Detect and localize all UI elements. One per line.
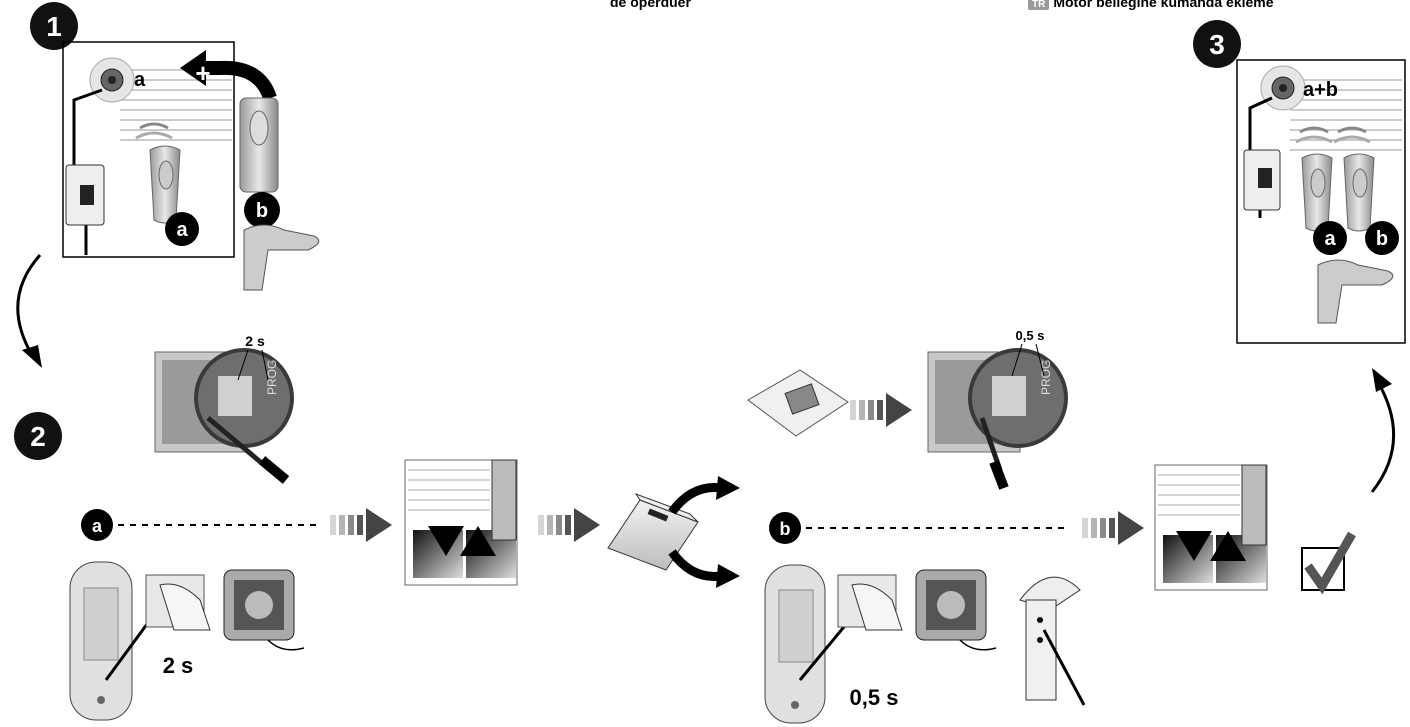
open-module-b-icon xyxy=(916,570,996,650)
motor-label: a xyxy=(134,69,146,91)
handheld-remote-b xyxy=(765,565,848,723)
row-a-badge: a xyxy=(81,509,113,541)
step-3-badge: 3 xyxy=(1193,20,1241,68)
gradient-arrow-b xyxy=(1082,511,1144,545)
remote-a3-icon xyxy=(1302,154,1332,231)
row-b-badge: b xyxy=(769,512,801,544)
product-box-icon xyxy=(608,494,698,570)
step-2-number: 2 xyxy=(30,421,46,452)
prog-time-left: 2 s xyxy=(245,333,265,349)
receiver-prog-right: PROG 0,5 s xyxy=(928,328,1068,488)
window-shutter-1-icon xyxy=(405,460,517,585)
remote-b-icon xyxy=(240,98,278,192)
row-b-time: 0,5 s xyxy=(850,685,899,710)
remote-a3-badge: a xyxy=(1313,221,1347,255)
remote-b-letter: b xyxy=(256,200,268,222)
remote-a-letter: a xyxy=(176,219,188,241)
gradient-arrow-prog xyxy=(850,393,912,427)
wall-switch-b-icon xyxy=(838,575,902,630)
step-1-badge: 1 xyxy=(30,2,78,50)
remote-b-badge: b xyxy=(244,192,280,228)
step-1-number: 1 xyxy=(46,11,62,42)
motor-head-icon xyxy=(90,58,134,102)
handheld-remote-a xyxy=(70,562,150,720)
step-2-badge: 2 xyxy=(14,412,62,460)
remote-b3-letter: b xyxy=(1376,228,1388,250)
row-b-letter: b xyxy=(780,519,791,539)
step-3-number: 3 xyxy=(1209,29,1225,60)
remote-a-icon xyxy=(150,146,180,223)
wall-holder-3-icon xyxy=(1318,260,1393,323)
wall-switch-a-icon xyxy=(146,575,210,630)
row-a-time: 2 s xyxy=(163,653,194,678)
din-rail-switch-3 xyxy=(1244,150,1280,210)
remote-a-badge: a xyxy=(165,212,199,246)
plus-sign: + xyxy=(195,58,210,88)
remote-b3-badge: b xyxy=(1365,221,1399,255)
motor-label-3: a+b xyxy=(1303,79,1338,101)
checkmark-icon xyxy=(1302,534,1352,590)
row-a-letter: a xyxy=(92,516,103,536)
motor-head-3-icon xyxy=(1261,66,1305,110)
curved-arrow-step2-to-3 xyxy=(1372,368,1394,492)
curved-arrow-step1-to-2 xyxy=(18,255,42,368)
remote-a3-letter: a xyxy=(1324,228,1336,250)
fan-sensor-icon xyxy=(1020,577,1084,705)
gradient-arrow-mid-1 xyxy=(538,508,600,542)
add-arrow-icon: + xyxy=(180,50,270,98)
window-shutter-2-icon xyxy=(1155,465,1267,590)
din-rail-switch xyxy=(66,165,104,225)
receiver-prog-left: PROG 2 s xyxy=(155,333,294,480)
thin-wall-module-icon xyxy=(748,370,848,436)
open-module-a-icon xyxy=(224,570,304,650)
wall-holder-icon xyxy=(244,225,319,290)
step-3-panel: a+b a b xyxy=(1237,60,1405,343)
remote-b3-icon xyxy=(1344,154,1374,231)
gradient-arrow-a xyxy=(330,508,392,542)
prog-time-right: 0,5 s xyxy=(1016,328,1045,343)
